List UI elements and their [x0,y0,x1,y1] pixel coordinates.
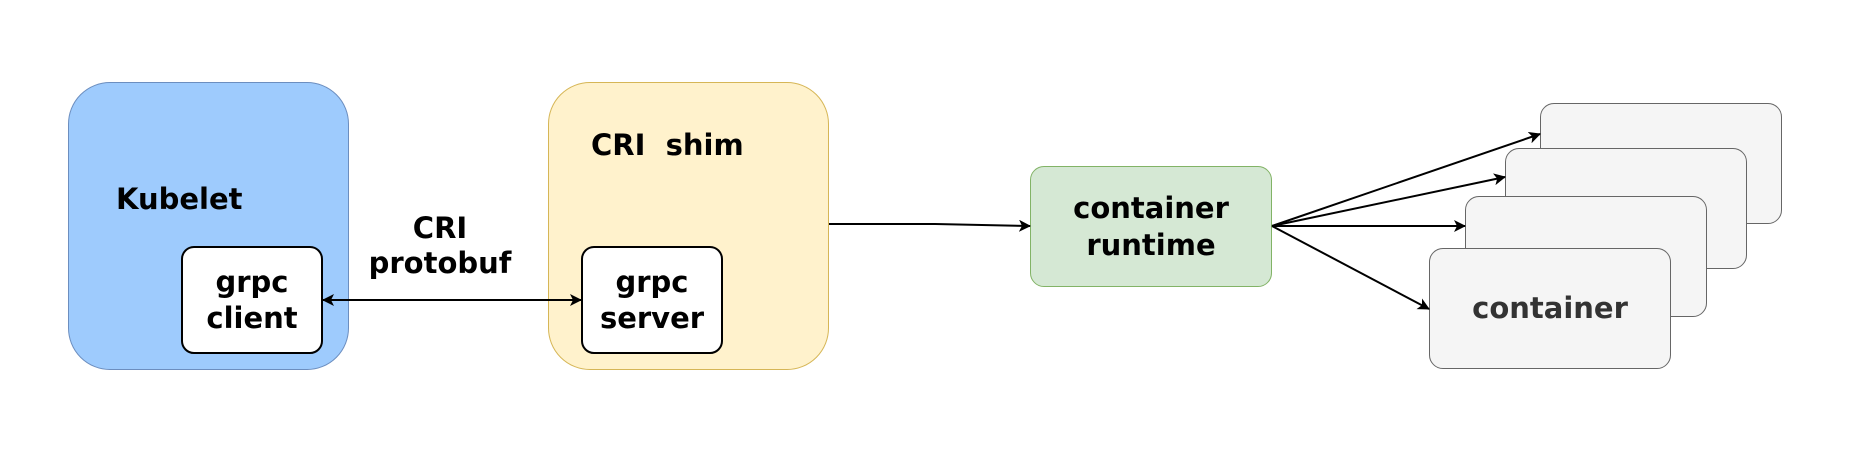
runtime-to-container-edge-4 [1271,225,1430,310]
grpc-client-box: grpc client [181,246,323,354]
grpc-client-line2: client [206,301,298,335]
kubelet-label: Kubelet [116,182,243,216]
container-runtime-box: container runtime [1030,166,1272,287]
grpc-server-box: grpc server [581,246,723,354]
grpc-server-line1: grpc [615,264,689,299]
grpc-client-line1: grpc [215,264,289,299]
container-box-front: container [1429,248,1671,369]
cri-protobuf-line2: protobuf [368,246,512,280]
container-label: container [1472,291,1628,326]
shim-to-runtime-edge [829,219,1031,232]
runtime-to-container-edge-2 [1271,173,1506,227]
cri-shim-label: CRI shim [591,128,744,162]
runtime-to-container-edge-1 [1271,131,1541,227]
container-runtime-line2: runtime [1086,227,1216,262]
cri-protobuf-label: CRI protobuf [360,210,520,282]
container-runtime-line1: container [1073,191,1229,226]
cri-protobuf-line1: CRI [412,211,468,246]
grpc-server-line2: server [599,301,705,335]
